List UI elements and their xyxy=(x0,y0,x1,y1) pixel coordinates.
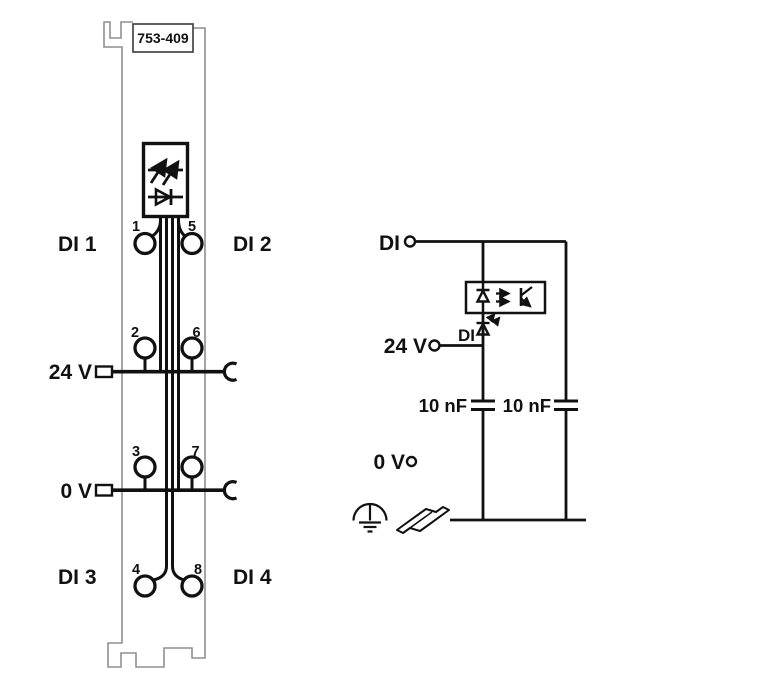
terminal-number-4: 4 xyxy=(132,562,140,578)
label-cap2: 10 nF xyxy=(503,395,551,416)
label-0v: 0 V xyxy=(60,480,92,503)
label-di3: DI 3 xyxy=(58,566,97,589)
spade-contact-icon xyxy=(94,483,114,497)
contact-7 xyxy=(180,455,204,479)
contact-1 xyxy=(133,231,157,256)
wire-to-contact-8 xyxy=(171,216,185,582)
spade-contact-icon xyxy=(94,365,114,379)
socket-contact-icon xyxy=(222,361,238,382)
status-led-icon xyxy=(475,312,501,336)
label-di1: DI 1 xyxy=(58,233,97,256)
label-di: DI xyxy=(379,232,400,255)
power-bus-24v xyxy=(94,361,238,382)
terminal-number-7: 7 xyxy=(191,444,199,460)
wire-to-contact-4 xyxy=(153,216,168,582)
schematic-labels: DI DI 24 V 10 nF 10 nF 0 V xyxy=(373,232,551,474)
label-24v: 24 V xyxy=(384,335,427,358)
contact-6 xyxy=(180,336,204,360)
optocoupler-led-and-diode-icon xyxy=(141,141,190,219)
v24-terminal xyxy=(428,339,441,352)
din-rail-icon xyxy=(396,506,450,534)
socket-contact-icon xyxy=(222,480,238,501)
terminal-number-2: 2 xyxy=(131,325,139,341)
label-cap1: 10 nF xyxy=(419,395,467,416)
terminal-number-3: 3 xyxy=(132,444,140,460)
capacitor-1-icon xyxy=(471,399,495,411)
label-di-led: DI xyxy=(458,326,475,345)
terminal-number-1: 1 xyxy=(132,219,140,235)
capacitor-2-icon xyxy=(554,399,578,411)
terminal-numbers: 1 5 2 6 3 7 4 8 xyxy=(131,219,202,578)
label-di2: DI 2 xyxy=(233,233,272,256)
contact-2 xyxy=(133,336,157,360)
contact-4 xyxy=(133,574,157,598)
terminal-number-5: 5 xyxy=(188,219,196,235)
schematic-drawing: DI DI 24 V 10 nF 10 nF 0 V xyxy=(352,232,586,534)
part-number-box xyxy=(132,23,194,53)
label-di4: DI 4 xyxy=(233,566,272,589)
internal-wires xyxy=(143,216,194,582)
contact-5 xyxy=(180,231,204,256)
earth-ground-icon xyxy=(352,502,388,533)
module-drawing: 753-409 xyxy=(49,21,272,668)
label-0v: 0 V xyxy=(373,451,405,474)
terminal-number-8: 8 xyxy=(194,562,202,578)
part-number-label: 753-409 xyxy=(137,30,189,46)
optocoupler-icon xyxy=(464,280,547,315)
contact-8 xyxy=(180,574,204,598)
terminal-contacts xyxy=(133,231,204,598)
di-terminal xyxy=(403,235,417,248)
contact-3 xyxy=(133,455,157,479)
module-housing-outline xyxy=(103,21,206,668)
power-bus-0v xyxy=(94,480,238,501)
schematic-terminals xyxy=(403,235,441,468)
v0-terminal xyxy=(405,455,418,468)
terminal-number-6: 6 xyxy=(192,325,200,341)
module-labels: DI 1 DI 2 24 V 0 V DI 3 DI 4 xyxy=(49,233,272,589)
label-24v: 24 V xyxy=(49,361,92,384)
